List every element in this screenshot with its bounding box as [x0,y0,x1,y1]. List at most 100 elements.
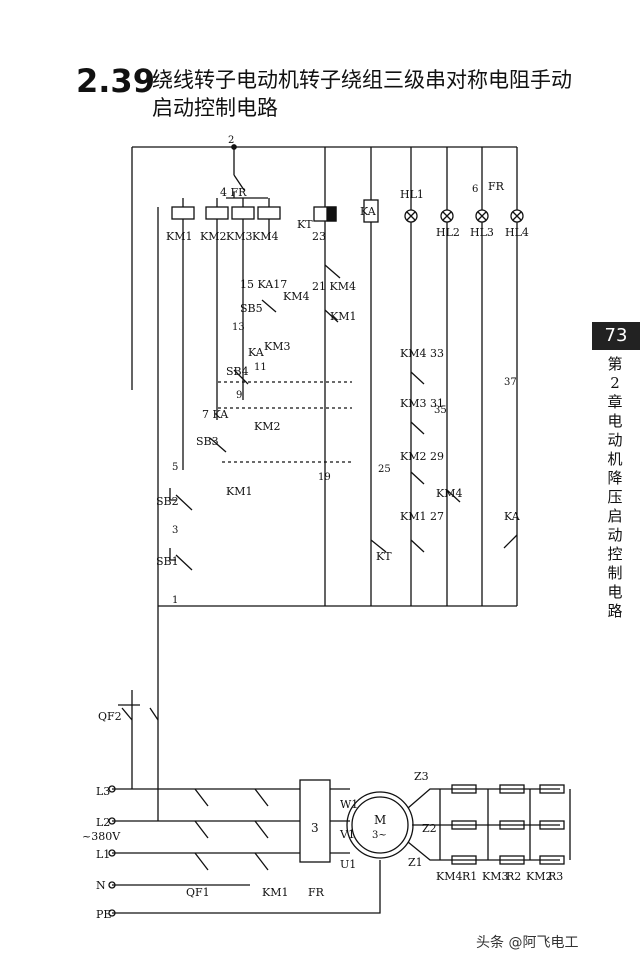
svg-text:SB2: SB2 [156,495,179,508]
svg-text:KM2: KM2 [526,870,552,883]
coil-km4 [257,206,281,220]
svg-text:M: M [374,813,386,827]
svg-text:KM2 29: KM2 29 [400,450,444,463]
resistor-bank [451,784,565,865]
svg-text:KA: KA [248,346,265,359]
coil-km3 [231,206,255,220]
svg-text:SB3: SB3 [196,435,219,448]
svg-text:21 KM4: 21 KM4 [312,280,356,293]
svg-text:35: 35 [434,405,447,416]
kt-contact [370,539,387,553]
svg-text:KM2: KM2 [254,420,280,433]
svg-text:15 KA17: 15 KA17 [240,278,287,291]
interlock-dashes [218,381,352,463]
lamp-hl2 [440,209,454,223]
svg-text:HL3: HL3 [470,226,494,239]
svg-text:KM4: KM4 [436,487,462,500]
svg-text:R2: R2 [506,870,521,883]
resistor-contactors [439,789,571,860]
svg-text:KM4 33: KM4 33 [400,347,444,360]
svg-text:KM1: KM1 [166,230,192,243]
svg-text:37: 37 [504,377,517,388]
svg-text:L3: L3 [96,785,110,798]
svg-text:Z2: Z2 [422,822,437,835]
coil-km2 [205,206,229,220]
svg-text:HL2: HL2 [436,226,460,239]
watermark: 头条 @阿飞电工 [476,935,579,951]
svg-text:11: 11 [254,362,267,373]
svg-text:KM1: KM1 [330,310,356,323]
svg-text:SB1: SB1 [156,555,179,568]
svg-text:KM1: KM1 [226,485,252,498]
svg-text:13: 13 [232,322,245,333]
svg-text:KM4: KM4 [283,290,309,303]
svg-text:KM1: KM1 [262,886,288,899]
svg-text:KM4: KM4 [252,230,278,243]
lamp-hl4 [510,209,524,223]
chapter-side-text: 第2章 电动机降压启动控制电路 [607,355,623,620]
pe-line [112,860,381,914]
phase-lines [112,788,300,854]
svg-text:U1: U1 [340,858,356,871]
svg-text:KM3: KM3 [264,340,290,353]
lamp-hl1 [404,209,418,223]
svg-text:SB5: SB5 [240,302,263,315]
sb2-button [169,488,193,511]
svg-text:4 FR: 4 FR [220,186,247,199]
svg-text:HL1: HL1 [400,188,424,201]
svg-text:KA: KA [360,205,377,218]
svg-text:W1: W1 [340,798,358,811]
svg-text:L2: L2 [96,816,110,829]
svg-text:QF2: QF2 [98,710,122,723]
svg-text:KM1 27: KM1 27 [400,510,444,523]
svg-text:KM3: KM3 [482,870,508,883]
svg-text:SB4: SB4 [226,365,249,378]
svg-text:Z3: Z3 [414,770,429,783]
coil-km1 [171,206,195,220]
fr-contact [226,147,268,199]
svg-text:KM4: KM4 [436,870,462,883]
svg-text:3: 3 [311,821,319,835]
qf2-breaker [118,690,159,721]
svg-text:9: 9 [236,390,242,401]
svg-text:KT: KT [297,218,313,231]
svg-text:HL4: HL4 [505,226,529,239]
sb4-button [233,369,249,385]
svg-text:KT: KT [376,550,392,563]
km1-main-contacts [254,788,269,871]
sb5-button [261,299,277,313]
svg-text:V1: V1 [339,828,355,841]
svg-text:KM2: KM2 [200,230,226,243]
svg-text:2: 2 [228,135,234,146]
page-title: 绕线转子电动机转子绕组三级串对称电阻手动启动控制电路 [152,68,572,120]
svg-text:L1: L1 [96,848,110,861]
svg-text:5: 5 [172,462,178,473]
svg-text:19: 19 [318,472,331,483]
svg-text:KM3: KM3 [226,230,252,243]
svg-text:FR: FR [488,180,505,193]
svg-text:R1: R1 [462,870,477,883]
svg-text:FR: FR [308,886,325,899]
coil-row [171,199,379,223]
svg-text:3: 3 [172,525,178,536]
page-number-tab: 73 [592,322,640,350]
svg-text:23: 23 [312,230,326,243]
svg-text:KA: KA [504,510,521,523]
lamp-hl3 [475,209,489,223]
section-number: 2.39 [76,62,155,100]
svg-text:PE: PE [96,908,111,921]
svg-text:QF1: QF1 [186,886,210,899]
svg-text:3~: 3~ [372,830,387,841]
svg-text:R3: R3 [548,870,563,883]
svg-text:KM3 31: KM3 31 [400,397,444,410]
lamps [404,209,524,223]
sb3-button [209,437,227,453]
km-aux-contacts [324,264,518,553]
svg-text:6: 6 [472,184,478,195]
svg-text:7 KA: 7 KA [202,408,229,421]
svg-text:Z1: Z1 [408,856,423,869]
qf1-contacts [194,788,209,871]
sb1-button [169,548,193,571]
svg-text:25: 25 [378,464,391,475]
